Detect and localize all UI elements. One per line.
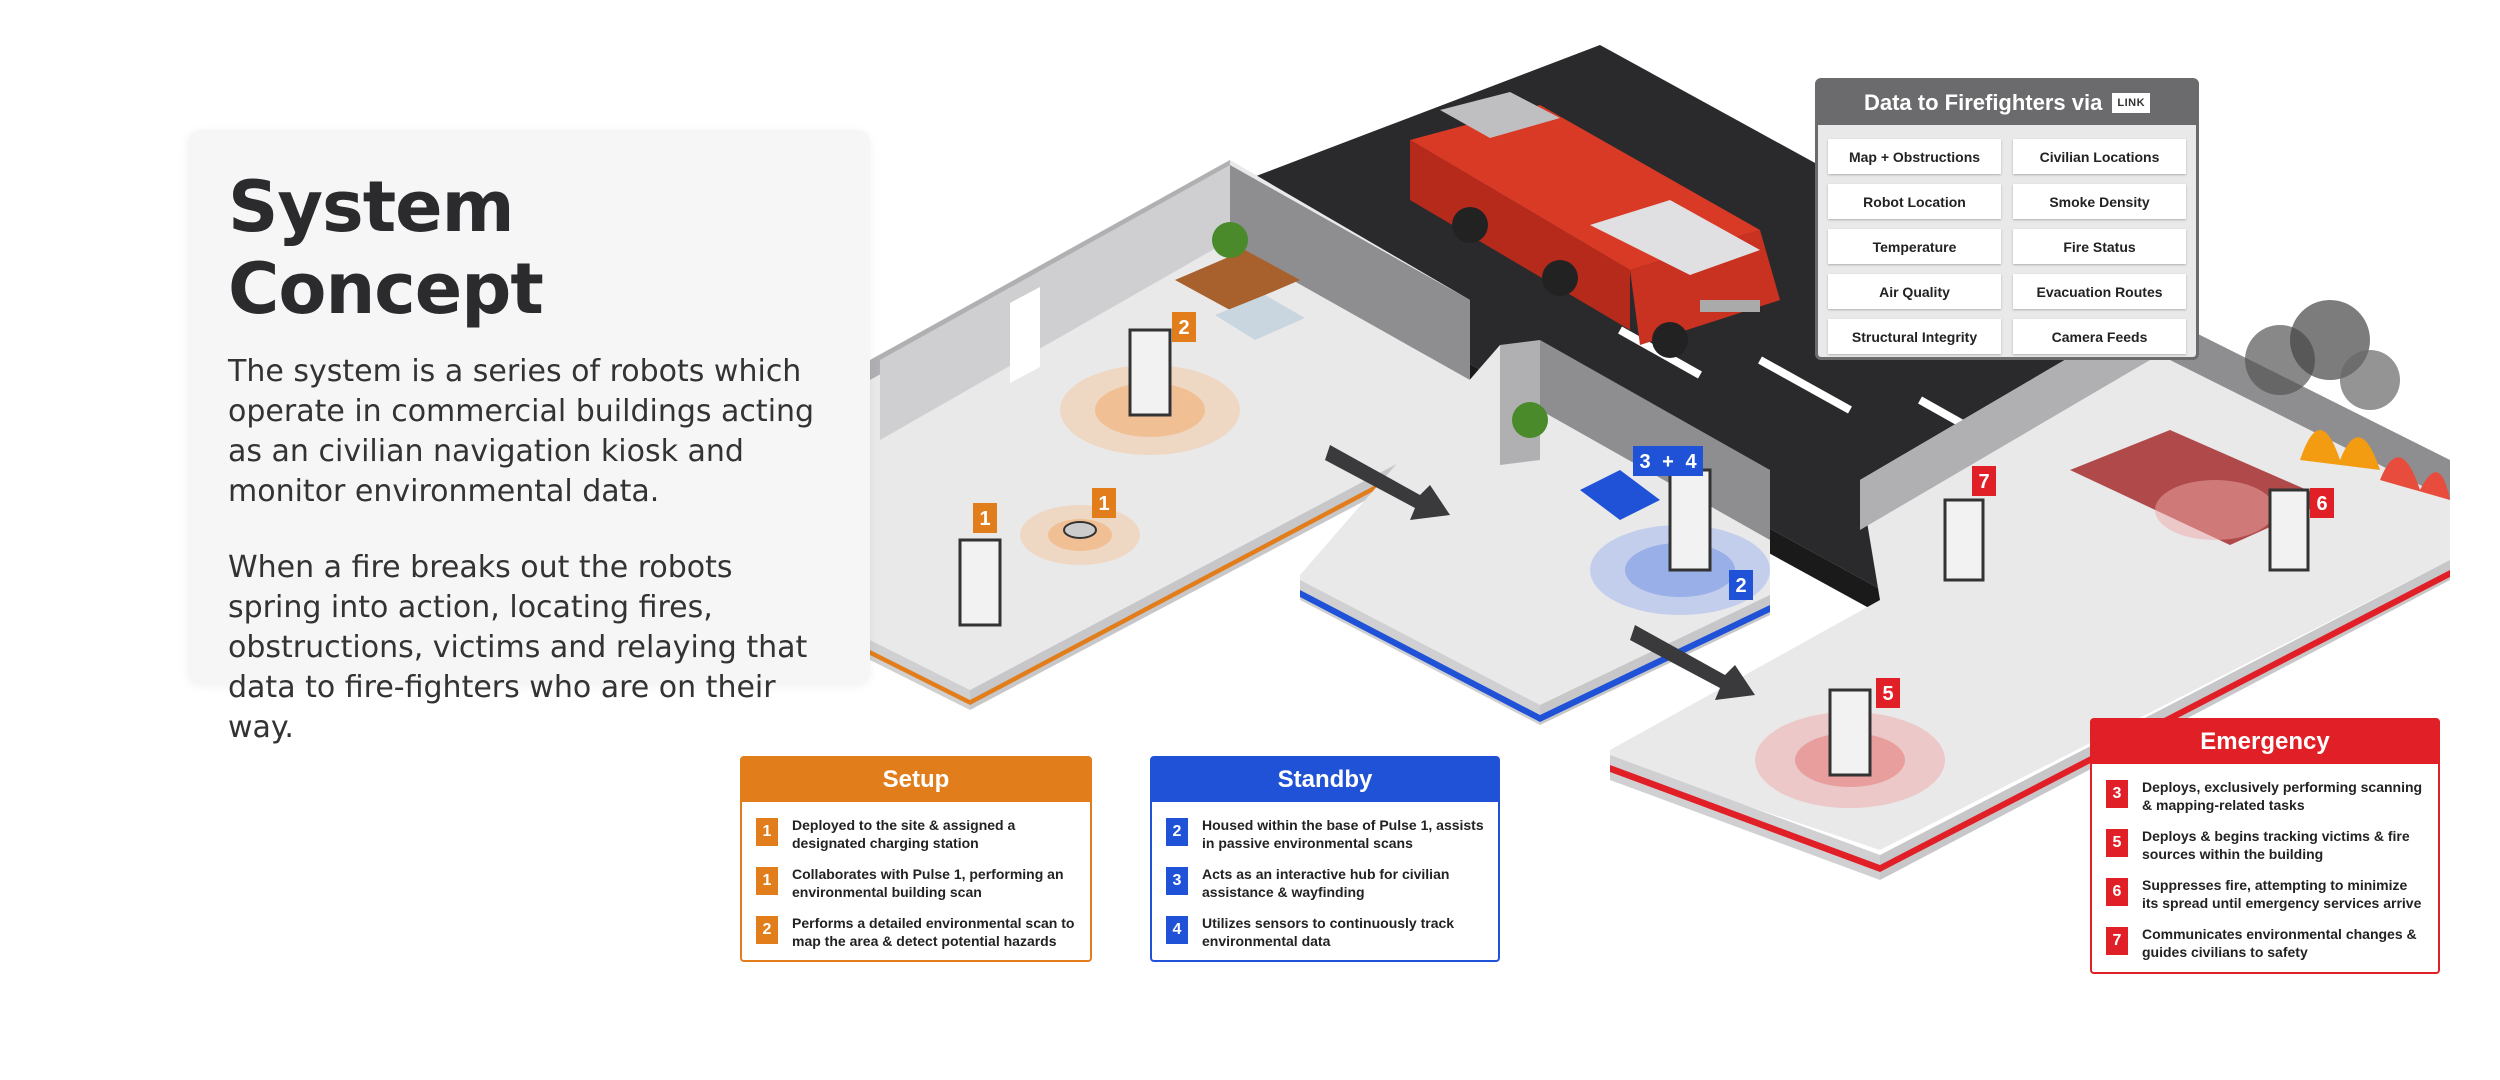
svg-text:3: 3	[1639, 451, 1650, 473]
data-item-civilian-locations: Civilian Locations	[2013, 139, 2186, 174]
list-item: 7 Communicates environmental changes & g…	[2106, 925, 2424, 961]
fire-truck-icon	[1410, 92, 1780, 358]
tag-standby-plus: +	[1657, 446, 1679, 476]
standby-phase-title: Standby	[1152, 758, 1498, 802]
list-item: 3 Deploys, exclusively performing scanni…	[2106, 778, 2424, 814]
list-item: 2 Housed within the base of Pulse 1, ass…	[1166, 816, 1484, 852]
step-badge: 3	[1166, 867, 1188, 895]
tag-standby-2: 2	[1729, 570, 1753, 600]
firefighters-panel-header: Data to Firefighters via LINK	[1818, 81, 2196, 125]
step-badge: 7	[2106, 927, 2128, 955]
list-item: 1 Deployed to the site & assigned a desi…	[756, 816, 1076, 852]
intro-paragraph-1: The system is a series of robots which o…	[228, 354, 815, 509]
scene-tags: 2 1 1 3 + 4 2 5 6 7	[973, 312, 2334, 708]
step-badge: 2	[756, 916, 778, 944]
step-text: Collaborates with Pulse 1, performing an…	[792, 866, 1064, 900]
svg-text:2: 2	[1735, 575, 1746, 597]
standby-room	[1300, 340, 1770, 725]
step-badge: 4	[1166, 916, 1188, 944]
firefighters-data-list: Map + Obstructions Civilian Locations Ro…	[1818, 125, 2196, 368]
step-badge: 2	[1166, 818, 1188, 846]
data-item-structural-integrity: Structural Integrity	[1828, 319, 2001, 354]
svg-text:5: 5	[1882, 683, 1893, 705]
page-title: System Concept	[228, 166, 544, 330]
data-item-fire-status: Fire Status	[2013, 229, 2186, 264]
intro-card: System Concept The system is a series of…	[188, 130, 870, 745]
step-badge: 1	[756, 867, 778, 895]
fire-icon	[2245, 300, 2450, 500]
data-item-map-obstructions: Map + Obstructions	[1828, 139, 2001, 174]
emergency-phase-box: Emergency 3 Deploys, exclusively perform…	[2090, 718, 2440, 974]
list-item: 5 Deploys & begins tracking victims & fi…	[2106, 827, 2424, 863]
link-logo: LINK	[2112, 93, 2151, 113]
standby-phase-box: Standby 2 Housed within the base of Puls…	[1150, 756, 1500, 962]
step-text: Deployed to the site & assigned a design…	[792, 817, 1016, 851]
tag-standby-4: 4	[1679, 446, 1703, 476]
list-item: 2 Performs a detailed environmental scan…	[756, 914, 1076, 950]
list-item: 4 Utilizes sensors to continuously track…	[1166, 914, 1484, 950]
tag-setup-1a: 1	[973, 503, 997, 533]
tag-standby-3: 3	[1633, 446, 1657, 476]
step-text: Acts as an interactive hub for civilian …	[1202, 866, 1450, 900]
flow-arrow-standby-to-emergency	[1630, 625, 1755, 700]
data-item-robot-location: Robot Location	[1828, 184, 2001, 219]
svg-text:+: +	[1662, 451, 1674, 473]
step-text: Deploys & begins tracking victims & fire…	[2142, 828, 2410, 862]
data-item-camera-feeds: Camera Feeds	[2013, 319, 2186, 354]
svg-text:1: 1	[979, 508, 990, 530]
firefighters-panel-title: Data to Firefighters via	[1863, 90, 2103, 115]
list-item: 6 Suppresses fire, attempting to minimiz…	[2106, 876, 2424, 912]
tag-emergency-7: 7	[1972, 466, 1996, 496]
tag-setup-2: 2	[1172, 312, 1196, 342]
setup-room	[870, 160, 1470, 710]
svg-text:6: 6	[2316, 493, 2327, 515]
flow-arrow-setup-to-standby	[1325, 445, 1450, 520]
step-text: Deploys, exclusively performing scanning…	[2142, 779, 2423, 813]
tag-emergency-6: 6	[2310, 488, 2334, 518]
step-badge: 1	[756, 818, 778, 846]
step-badge: 3	[2106, 780, 2128, 808]
step-text: Communicates environmental changes & gui…	[2142, 926, 2417, 960]
intro-paragraph-2: When a fire breaks out the robots spring…	[228, 550, 808, 745]
svg-text:7: 7	[1978, 471, 1989, 493]
svg-text:2: 2	[1178, 317, 1189, 339]
step-text: Suppresses fire, attempting to minimize …	[2142, 877, 2422, 911]
step-text: Utilizes sensors to continuously track e…	[1202, 915, 1455, 949]
emergency-phase-title: Emergency	[2092, 720, 2438, 764]
setup-phase-title: Setup	[742, 758, 1090, 802]
firefighters-data-panel: Data to Firefighters via LINK Map + Obst…	[1815, 78, 2199, 360]
step-badge: 5	[2106, 829, 2128, 857]
step-text: Performs a detailed environmental scan t…	[792, 915, 1075, 949]
list-item: 1 Collaborates with Pulse 1, performing …	[756, 865, 1076, 901]
tag-emergency-5: 5	[1876, 678, 1900, 708]
step-text: Housed within the base of Pulse 1, assis…	[1202, 817, 1484, 851]
data-item-air-quality: Air Quality	[1828, 274, 2001, 309]
svg-text:1: 1	[1098, 493, 1109, 515]
data-item-temperature: Temperature	[1828, 229, 2001, 264]
step-badge: 6	[2106, 878, 2128, 906]
data-item-smoke-density: Smoke Density	[2013, 184, 2186, 219]
svg-text:4: 4	[1685, 451, 1697, 473]
tag-setup-1b: 1	[1092, 488, 1116, 518]
list-item: 3 Acts as an interactive hub for civilia…	[1166, 865, 1484, 901]
setup-phase-box: Setup 1 Deployed to the site & assigned …	[740, 756, 1092, 962]
data-item-evacuation-routes: Evacuation Routes	[2013, 274, 2186, 309]
